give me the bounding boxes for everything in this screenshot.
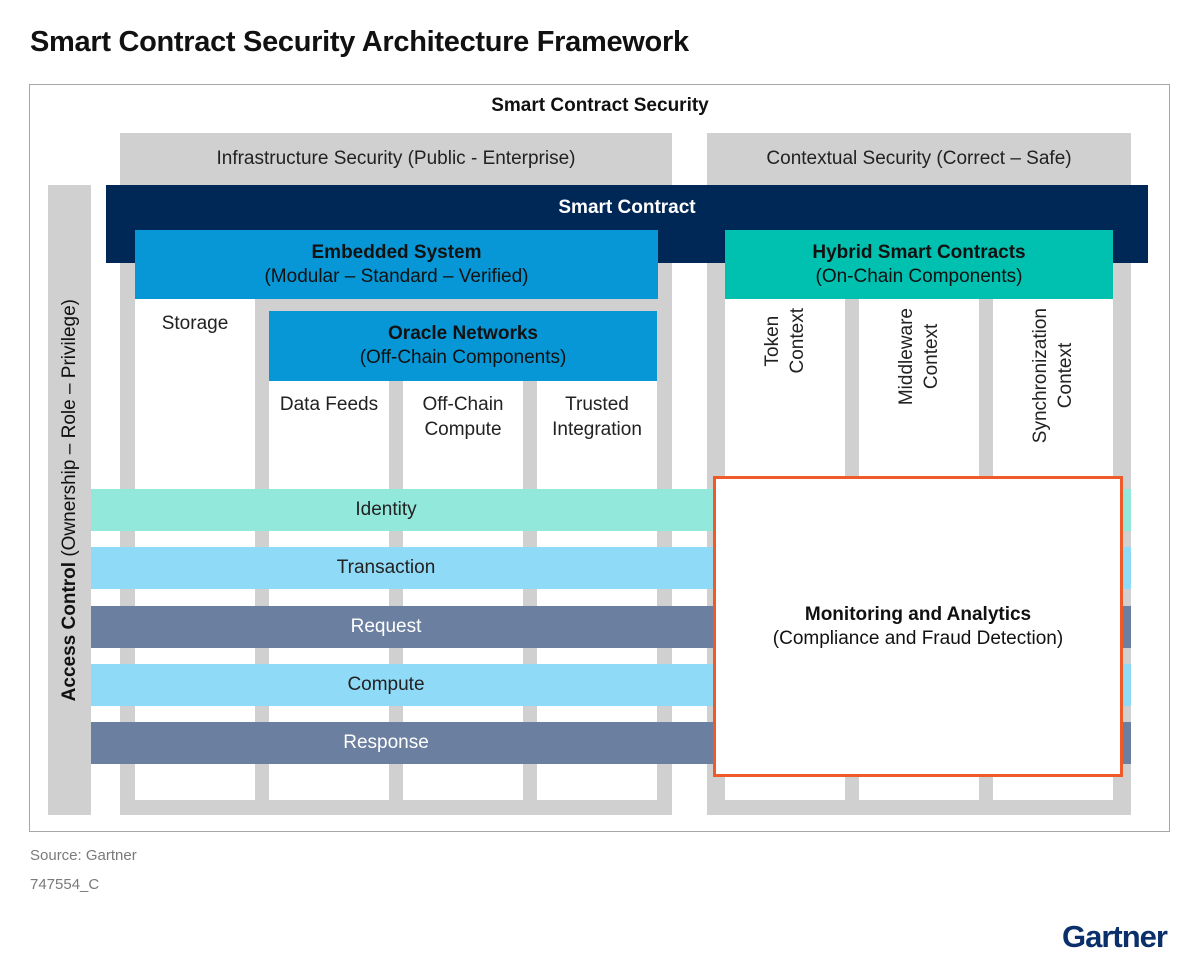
contextual-security-label: Contextual Security (Correct – Safe) [766, 148, 1072, 169]
synchronization-context-label: Synchronization Context [1030, 308, 1076, 444]
token-context-label: Token Context [762, 308, 808, 374]
monitoring-analytics-title: Monitoring and Analytics [804, 603, 1032, 625]
page-title: Smart Contract Security Architecture Fra… [30, 26, 689, 58]
embedded-system-title: Embedded System [311, 241, 482, 263]
gartner-logo: Gartner [1062, 919, 1168, 954]
access-control-bar: Access Control (Ownership – Role – Privi… [48, 185, 91, 815]
access-control-title: Access Control [58, 561, 80, 702]
trusted-integration-label: Trusted Integration [552, 394, 642, 440]
oracle-networks-title: Oracle Networks [388, 323, 538, 344]
hybrid-smart-contracts-subtitle: (On-Chain Components) [815, 265, 1023, 287]
off-chain-compute-label: Off-Chain Compute [422, 394, 504, 440]
smart-contract-security-label: Smart Contract Security [491, 95, 709, 116]
access-control-subtitle: (Ownership – Role – Privilege) [58, 298, 80, 562]
oracle-networks-subtitle: (Off-Chain Components) [359, 347, 567, 368]
embedded-system-box: Embedded System (Modular – Standard – Ve… [135, 230, 658, 299]
source-note: Source: Gartner [30, 847, 137, 864]
infrastructure-security-label: Infrastructure Security (Public - Enterp… [216, 148, 576, 169]
data-feeds-label: Data Feeds [279, 394, 379, 415]
embedded-system-subtitle: (Modular – Standard – Verified) [264, 265, 529, 287]
middleware-context-label: Middleware Context [896, 308, 942, 406]
hybrid-smart-contracts-title: Hybrid Smart Contracts [812, 241, 1026, 263]
figure-code: 747554_C [30, 876, 100, 893]
oracle-networks-box: Oracle Networks (Off-Chain Components) [269, 311, 657, 381]
monitoring-analytics-subtitle: (Compliance and Fraud Detection) [772, 627, 1064, 649]
hybrid-smart-contracts-box: Hybrid Smart Contracts (On-Chain Compone… [725, 230, 1113, 299]
storage-label: Storage [161, 313, 229, 334]
storage-column [135, 290, 255, 800]
monitoring-analytics-box: Monitoring and Analytics (Compliance and… [713, 476, 1123, 777]
